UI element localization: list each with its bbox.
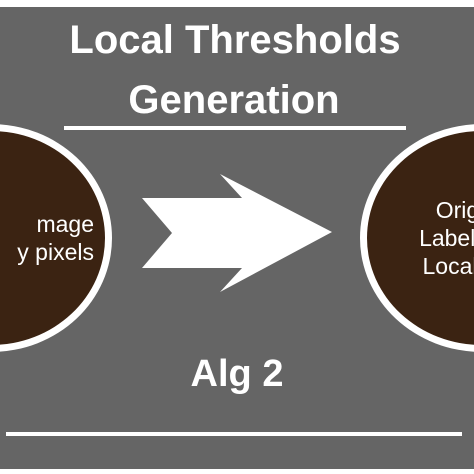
output-node-line-3: Local T xyxy=(422,253,474,279)
output-node-line-1: Origi xyxy=(435,197,474,223)
arrow-shape xyxy=(142,174,332,292)
title-line-2: Generation xyxy=(128,78,340,122)
bottom-divider xyxy=(6,432,462,436)
input-node-line-2: y pixels xyxy=(17,239,94,265)
title-line-1: Local Thresholds xyxy=(69,18,401,62)
algorithm-label: Alg 2 xyxy=(190,353,284,395)
output-node-line-2: Labeled xyxy=(419,225,474,251)
input-node-label: mage y pixels xyxy=(17,210,94,266)
input-node-line-1: mage xyxy=(36,211,94,237)
output-node-label: Origi Labeled Local T xyxy=(370,196,474,280)
right-arrow-icon xyxy=(142,174,332,292)
title-divider xyxy=(64,126,406,130)
